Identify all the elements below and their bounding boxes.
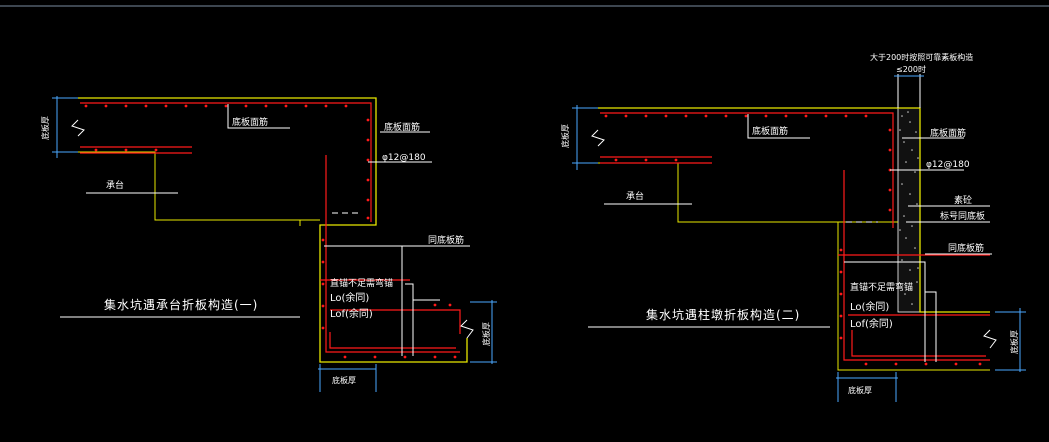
left-label-cap: 承台 <box>106 179 124 191</box>
left-leaders <box>60 104 470 356</box>
right-outline-lower <box>598 162 990 371</box>
right-detail[interactable]: 大于200时按照可靠素板构造 ≤200时 底板面筋 底板面筋 φ12@180 承… <box>560 52 1026 402</box>
right-label-slab-bottom-rebar: 底板面筋 <box>930 127 966 139</box>
right-leaders <box>588 74 992 362</box>
left-label-spacing: φ12@180 <box>382 153 426 163</box>
left-dim-label-bottom: 底板厚 <box>332 375 356 385</box>
left-label-lof: Lof(余同) <box>330 307 373 320</box>
right-dim-label-bottom: 底板厚 <box>848 385 872 395</box>
right-note-top: 大于200时按照可靠素板构造 <box>870 52 973 62</box>
left-label-straight-anchor: 直锚不足需弯锚 <box>330 277 393 289</box>
right-outline <box>598 107 990 313</box>
left-detail[interactable]: 底板面筋 底板面筋 φ12@180 承台 同底板筋 直锚不足需弯锚 Lo(余同)… <box>40 96 497 392</box>
left-label-slab-top-rebar: 底板面筋 <box>232 116 268 128</box>
right-infill-speckle <box>899 111 919 305</box>
left-outline <box>78 97 468 363</box>
left-dimensions <box>52 96 497 392</box>
right-title: 集水坑遇柱墩折板构造(二) <box>646 307 800 322</box>
right-label-infill: 素砼 <box>954 194 972 206</box>
left-title: 集水坑遇承台折板构造(一) <box>104 297 258 312</box>
left-dim-label-left: 底板厚 <box>40 116 50 140</box>
right-label-spacing: φ12@180 <box>926 160 970 170</box>
right-label-lo: Lo(余同) <box>850 300 889 313</box>
left-label-same-slab: 同底板筋 <box>428 234 464 246</box>
right-label-same-grade: 标号同底板 <box>940 210 985 222</box>
left-break-marks <box>71 119 474 339</box>
right-dim-label-left: 底板厚 <box>560 124 570 148</box>
right-rebar-dots <box>604 114 982 366</box>
right-label-same-slab: 同底板筋 <box>948 242 984 254</box>
right-label-straight-anchor: 直锚不足需弯锚 <box>850 281 913 293</box>
left-label-slab-bottom-rebar: 底板面筋 <box>384 121 420 133</box>
right-label-cap: 承台 <box>626 190 644 202</box>
right-dim-label-right: 底板厚 <box>1009 330 1019 354</box>
left-rebar-dots <box>84 104 457 359</box>
left-dim-label-right: 底板厚 <box>481 322 491 346</box>
right-label-lof: Lof(余同) <box>850 317 893 330</box>
right-label-slab-top-rebar: 底板面筋 <box>752 125 788 137</box>
right-note-top2: ≤200时 <box>896 64 926 74</box>
right-rebars <box>600 112 990 361</box>
left-label-lo: Lo(余同) <box>330 291 369 304</box>
left-rebars <box>80 102 461 353</box>
right-break-marks <box>591 129 997 349</box>
left-outline-lower <box>78 151 301 226</box>
right-dimensions <box>572 75 1026 402</box>
